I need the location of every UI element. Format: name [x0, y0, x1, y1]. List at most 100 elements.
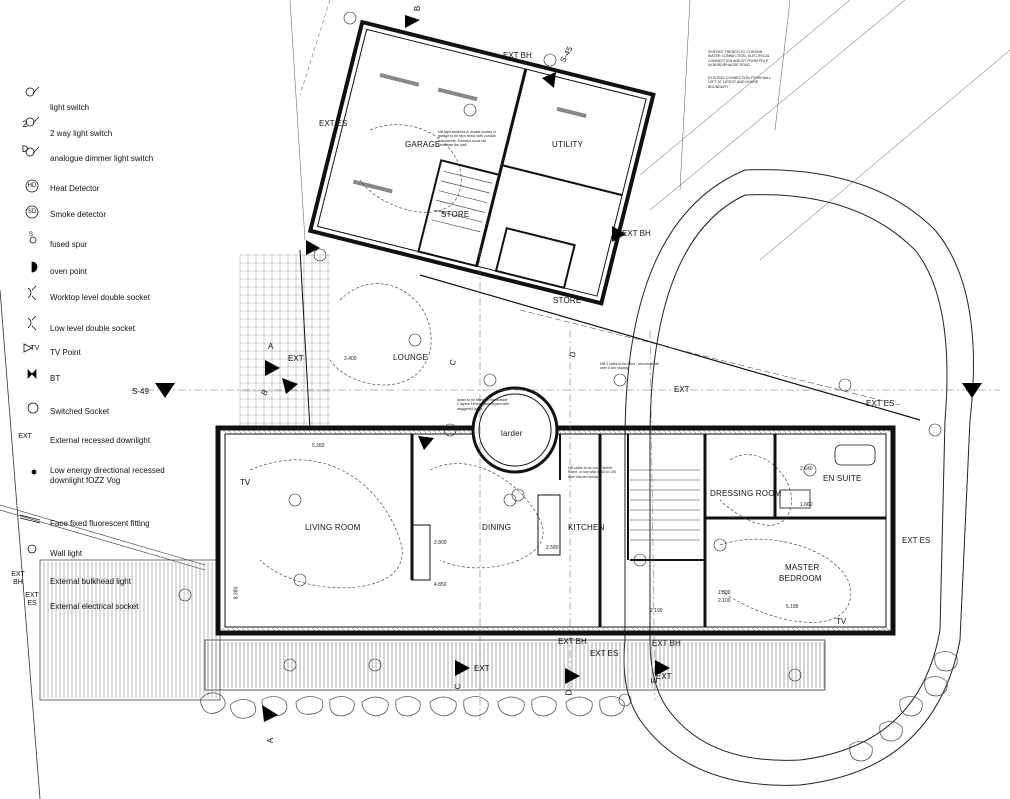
hatch-line: [886, 627, 892, 633]
legend-label: Switched Socket: [50, 407, 110, 416]
decking-boards: [207, 642, 825, 688]
hatch-line: [366, 428, 372, 434]
hatch-line: [751, 428, 757, 434]
hatch-line: [381, 428, 387, 434]
legend-label: External bulkhead light: [50, 577, 131, 586]
tv-point-tag: TV: [240, 478, 251, 487]
hatch-line: [681, 428, 687, 434]
hatch-line: [606, 428, 612, 434]
dimension-label: 2.800: [434, 540, 447, 546]
ext-socket-tag: EXT ES: [866, 399, 895, 408]
legend-label: analogue dimmer light switch: [50, 154, 154, 163]
hatch-line: [816, 627, 822, 633]
legend-item: Low level double socket: [0, 320, 200, 342]
hatch-line: [496, 627, 502, 633]
legend-item: EXT External recessed downlight: [0, 432, 200, 454]
legend-symbols: [19, 86, 41, 554]
legend-item: 2 2 way light switch: [0, 119, 200, 147]
hatch-line: [861, 627, 867, 633]
legend-label: Face fixed fluorescent fitting: [50, 519, 150, 528]
hatch-line: [636, 627, 642, 633]
hatch-line: [286, 627, 292, 633]
hatch-line: [776, 428, 782, 434]
hatch-line: [361, 627, 367, 633]
hatch-line: [711, 428, 717, 434]
hatch-line: [276, 627, 282, 633]
hatch-line: [661, 627, 667, 633]
hatch-line: [431, 627, 437, 633]
legend-item: EXT BH External bulkhead light: [0, 571, 200, 595]
site-boundary-line: [299, 0, 331, 96]
site-boundary-line: [639, 0, 851, 176]
hatch-line: [461, 428, 467, 434]
hatch-line: [311, 428, 317, 434]
hatch-line: [756, 627, 762, 633]
hatch-line: [221, 428, 227, 434]
hatch-line: [886, 428, 892, 434]
hatch-line: [456, 428, 462, 434]
hatch-line: [836, 627, 842, 633]
hatch-line: [711, 627, 717, 633]
hatch-line: [536, 627, 542, 633]
hatch-line: [586, 428, 592, 434]
hatch-line: [486, 627, 492, 633]
legend-label: light switch: [50, 103, 90, 112]
legend-label: Worktop level double socket: [50, 293, 150, 302]
hatch-line: [681, 627, 687, 633]
hatch-line: [506, 627, 512, 633]
hatch-line: [356, 428, 362, 434]
tv-point-icon: TV: [30, 345, 40, 352]
hatch-line: [371, 627, 377, 633]
hatch-line: [396, 428, 402, 434]
hatch-line: [606, 627, 612, 633]
dimension-label: 1.800: [718, 590, 731, 596]
lounge-wall: [299, 249, 311, 431]
hatch-line: [766, 627, 772, 633]
hatch-line: [691, 627, 697, 633]
hatch-line: [646, 428, 652, 434]
legend-item: D analogue dimmer light switch: [0, 144, 200, 172]
hatch-line: [656, 627, 662, 633]
hatch-line: [641, 428, 647, 434]
annotation-note: SERVICE TRENCH TO CONTAIN WATER CONNECTI…: [708, 50, 770, 68]
ext-bulkhead-tag: EXT BH: [622, 229, 651, 238]
hatch-line: [646, 627, 652, 633]
hatch-line: [631, 428, 637, 434]
hatch-line: [761, 428, 767, 434]
legend-label: Heat Detector: [50, 184, 100, 193]
hatch-line: [601, 428, 607, 434]
hatch-line: [306, 428, 312, 434]
annotation-note: NB 3 sides to be fitted - structural fal…: [600, 362, 659, 371]
legend-item: Low energy directional recessed downligh…: [0, 466, 200, 488]
hatch-line: [271, 428, 277, 434]
hatch-line: [611, 428, 617, 434]
hatch-line: [811, 627, 817, 633]
hatch-line: [821, 627, 827, 633]
hatch-line: [456, 627, 462, 633]
section-marker-d-bottom: [565, 668, 580, 684]
hatch-line: [446, 428, 452, 434]
site-boundary-line: [759, 49, 1010, 261]
dimension-label: 2.640: [800, 466, 813, 472]
room-label-garage: GARAGE: [405, 140, 441, 149]
main-house: [215, 386, 896, 636]
hatch-line: [331, 627, 337, 633]
ext-socket-tag: EXT ES: [902, 536, 931, 545]
ext-tag: EXT: [674, 385, 690, 394]
site-boundary-line: [0, 289, 41, 799]
annotation-note: NB light switches & double socket in gar…: [438, 130, 496, 148]
hatch-line: [731, 428, 737, 434]
hatch-line: [271, 627, 277, 633]
hatch-line: [381, 627, 387, 633]
hatch-line: [301, 428, 307, 434]
hatch-line: [691, 428, 697, 434]
hatch-line: [806, 428, 812, 434]
hatch-line: [296, 627, 302, 633]
hatch-line: [726, 627, 732, 633]
hatch-line: [326, 428, 332, 434]
hatch-line: [341, 627, 347, 633]
hatch-line: [226, 428, 232, 434]
hatch-line: [281, 428, 287, 434]
hatch-line: [871, 428, 877, 434]
hatch-line: [346, 428, 352, 434]
